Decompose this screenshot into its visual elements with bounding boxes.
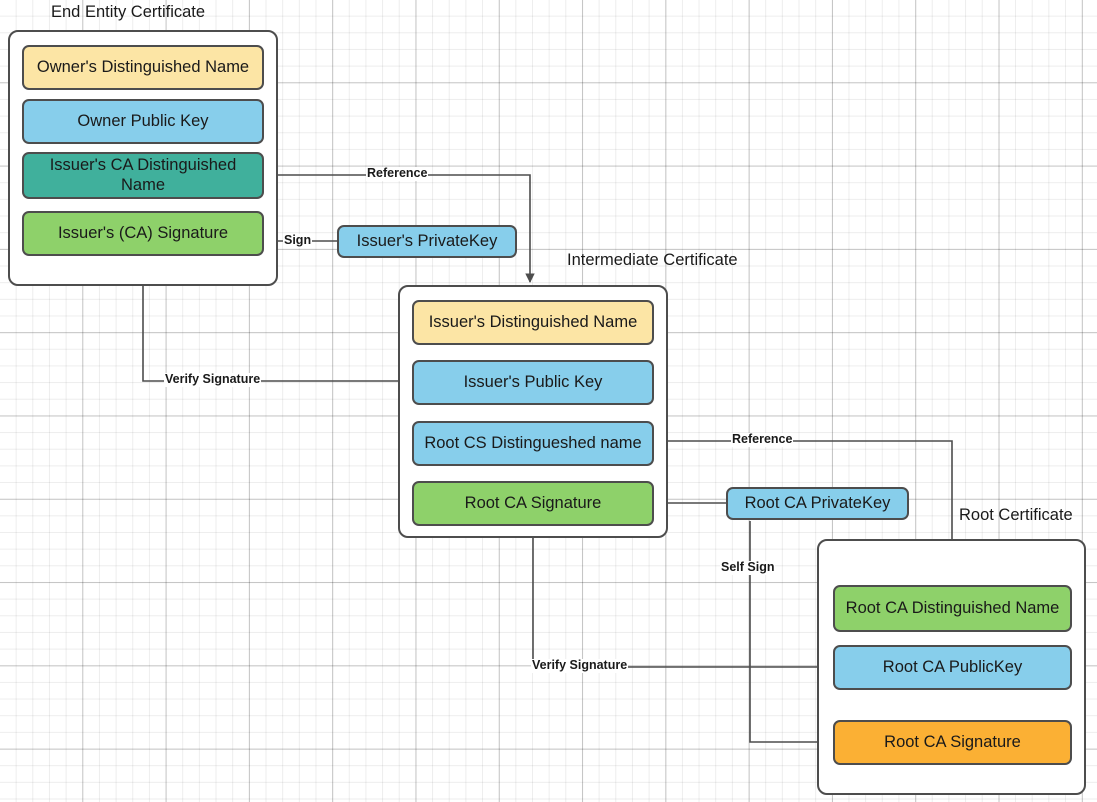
edge-label-int-reference: Reference — [731, 432, 794, 447]
field-root-ca-signature-intermediate[interactable]: Root CA Signature — [412, 481, 654, 526]
field-owner-distinguished-name[interactable]: Owner's Distinguished Name — [22, 45, 264, 90]
end-entity-certificate-title: End Entity Certificate — [51, 3, 206, 21]
key-issuers-privatekey[interactable]: Issuer's PrivateKey — [337, 225, 517, 258]
field-issuers-public-key[interactable]: Issuer's Public Key — [412, 360, 654, 405]
edge-label-ee-reference: Reference — [366, 166, 429, 181]
edge-label-ee-sign: Sign — [283, 233, 313, 248]
field-root-cs-distingueshed-name[interactable]: Root CS Distingueshed name — [412, 421, 654, 466]
root-certificate-title: Root Certificate — [959, 506, 1073, 524]
intermediate-certificate-title: Intermediate Certificate — [567, 251, 738, 269]
field-issuer-distinguished-name[interactable]: Issuer's Distinguished Name — [412, 300, 654, 345]
field-root-ca-distinguished-name[interactable]: Root CA Distinguished Name — [833, 585, 1072, 632]
field-root-ca-publickey[interactable]: Root CA PublicKey — [833, 645, 1072, 690]
field-root-ca-signature-root[interactable]: Root CA Signature — [833, 720, 1072, 765]
key-root-ca-privatekey[interactable]: Root CA PrivateKey — [726, 487, 909, 520]
edge-int-verify-signature — [528, 526, 832, 668]
field-issuer-ca-distinguished-name[interactable]: Issuer's CA Distinguished Name — [22, 152, 264, 199]
edge-label-ee-verify-signature: Verify Signature — [164, 372, 262, 387]
field-issuer-ca-signature[interactable]: Issuer's (CA) Signature — [22, 211, 264, 256]
edge-label-int-verify-signature: Verify Signature — [531, 658, 629, 673]
field-owner-public-key[interactable]: Owner Public Key — [22, 99, 264, 144]
edge-label-root-self-sign: Self Sign — [720, 560, 776, 575]
